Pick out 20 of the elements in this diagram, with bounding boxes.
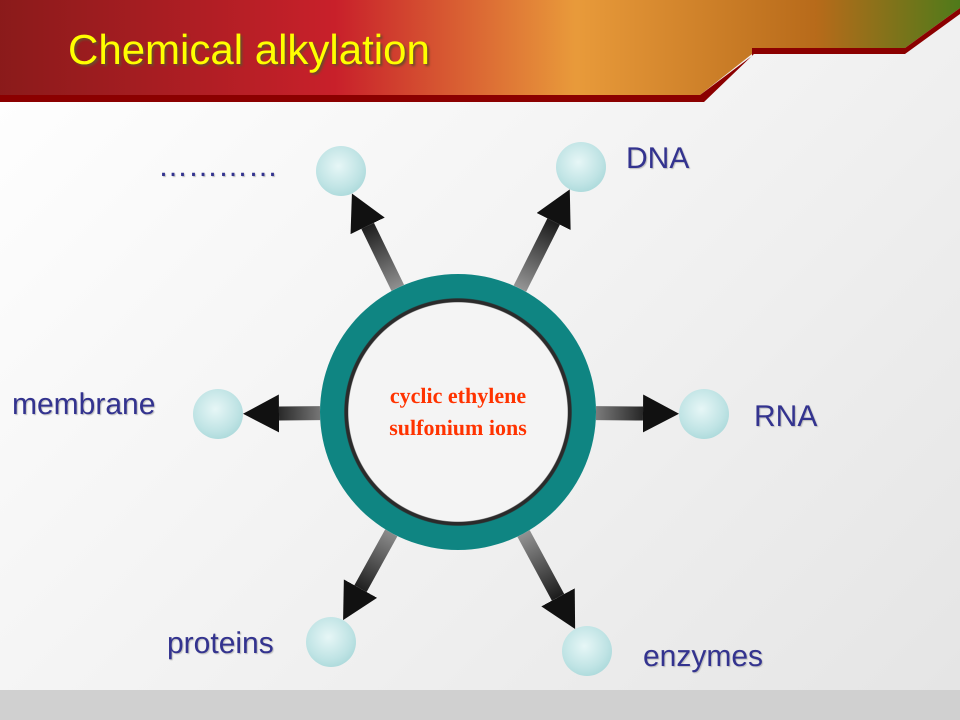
target-circle — [562, 626, 612, 676]
target-label: enzymes — [643, 640, 764, 674]
target-circle — [193, 389, 243, 439]
arrow — [514, 189, 571, 292]
target-label: proteins — [167, 627, 274, 661]
target-label: membrane — [12, 388, 156, 422]
arrow — [517, 530, 576, 629]
target-label: DNA — [626, 142, 690, 176]
arrow — [243, 394, 320, 432]
target-label: RNA — [754, 400, 818, 434]
hub-text: cyclic ethylene sulfonium ions — [388, 382, 528, 442]
arrow — [596, 394, 679, 432]
target-label: ………… — [158, 150, 278, 184]
target-circle — [679, 389, 729, 439]
target-circle — [556, 142, 606, 192]
target-circle — [316, 146, 366, 196]
target-circle — [306, 617, 356, 667]
arrow — [350, 194, 404, 291]
title: Chemical alkylation — [68, 26, 430, 74]
arrow — [343, 529, 398, 620]
